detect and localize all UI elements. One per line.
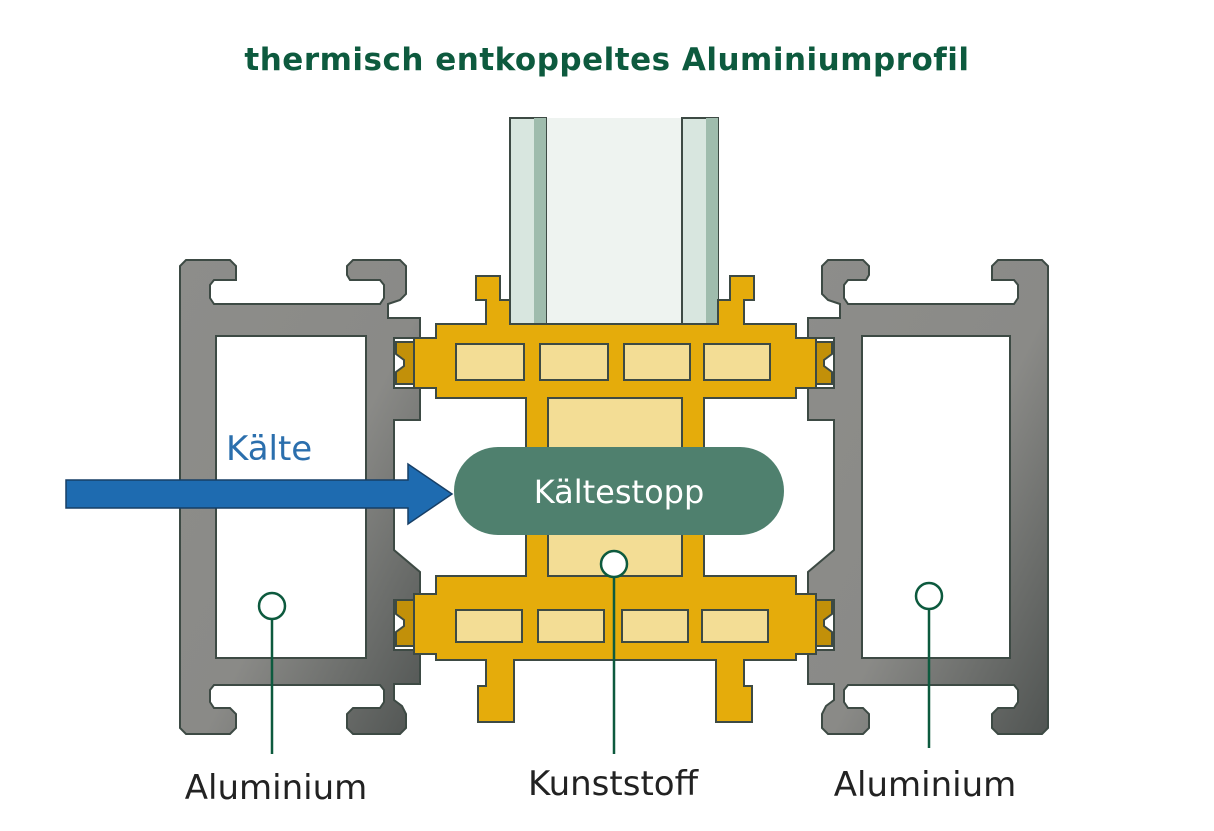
plastic-label: Kunststoff — [528, 764, 700, 804]
glass-pane — [509, 117, 719, 331]
left-aluminium-label: Aluminium — [185, 768, 367, 808]
right-aluminium-marker — [914, 581, 944, 748]
cold-stop-label: Kältestopp — [534, 473, 705, 511]
cold-arrow — [65, 462, 454, 526]
cold-label: Kälte — [226, 429, 312, 469]
cold-stop-badge — [454, 447, 784, 535]
plastic-marker — [599, 549, 629, 754]
right-aluminium-label: Aluminium — [834, 765, 1016, 805]
right-aluminium-profile — [807, 259, 1049, 735]
left-aluminium-marker — [257, 591, 287, 754]
diagram-title: thermisch entkoppeltes Aluminiumprofil — [244, 42, 970, 78]
